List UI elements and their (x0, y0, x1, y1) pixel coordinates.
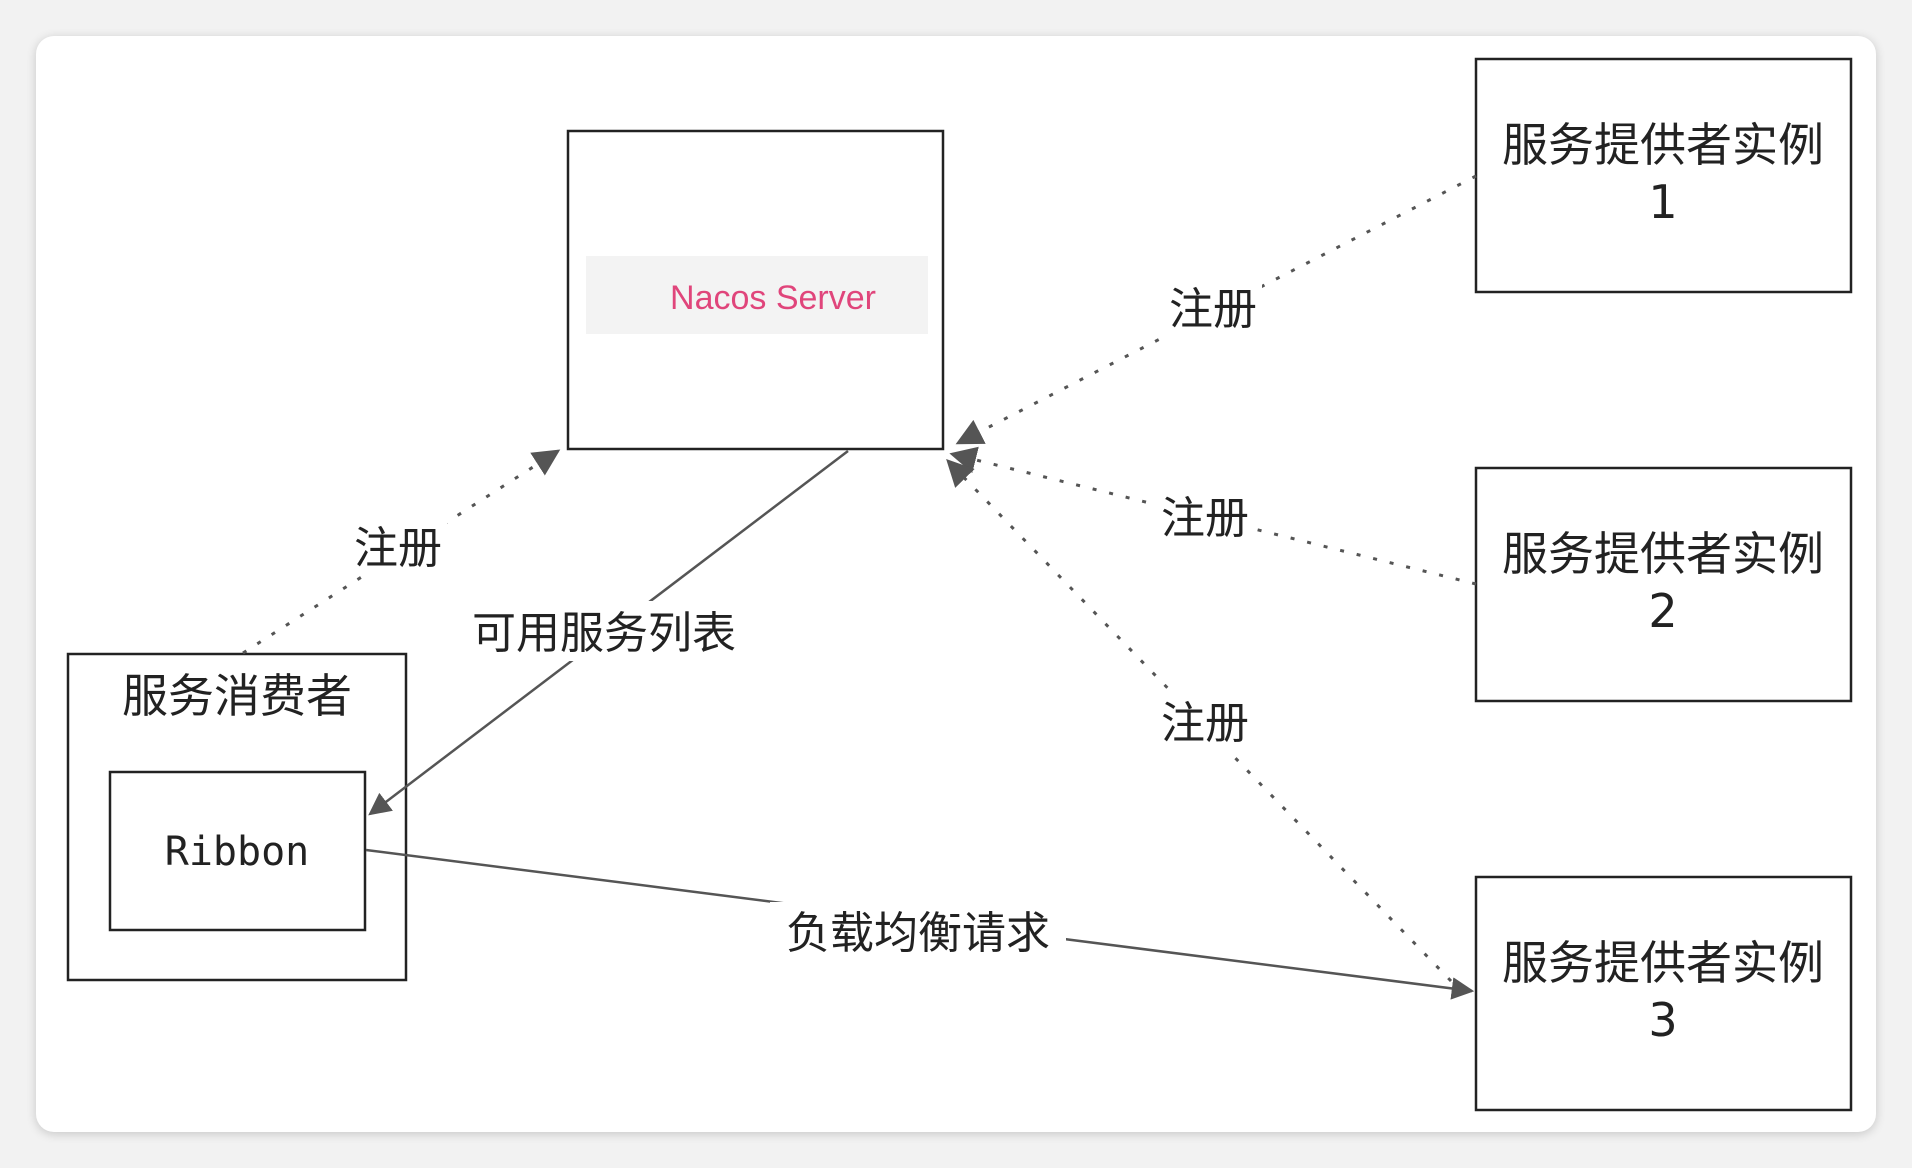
consumer-label: 服务消费者 (122, 669, 352, 723)
edge-provider-3-register (946, 459, 1453, 983)
label-bg-provider-3-register (1156, 691, 1254, 751)
label-consumer-register: 注册 (354, 523, 442, 574)
architecture-diagram: Nacos Server 服务消费者 Ribbon 服务提供者实例 1 服务提供… (66, 57, 1853, 1112)
provider-2-box (1474, 466, 1853, 703)
label-bg-consumer-register (349, 516, 447, 576)
label-service-list: 可用服务列表 (472, 608, 736, 659)
label-bg-provider-1-register (1164, 277, 1262, 337)
ribbon-box (108, 770, 367, 932)
provider-3-box (1474, 875, 1853, 1112)
provider-2-label: 服务提供者实例 (1502, 527, 1824, 581)
nacos-server-box (566, 129, 945, 451)
consumer-box (66, 652, 408, 982)
provider-3-index: 3 (1648, 993, 1677, 1047)
label-provider-3-register: 注册 (1161, 698, 1249, 749)
provider-1-box (1474, 57, 1853, 294)
label-provider-1-register: 注册 (1169, 284, 1257, 335)
diagram-canvas: Nacos Server 服务消费者 Ribbon 服务提供者实例 1 服务提供… (36, 36, 1876, 1132)
provider-1-index: 1 (1648, 175, 1677, 229)
label-bg-provider-2-register (1156, 486, 1254, 546)
label-bg-load-balance (770, 902, 1066, 962)
nacos-server-label: Nacos Server (670, 279, 876, 317)
label-provider-2-register: 注册 (1161, 493, 1249, 544)
provider-2-index: 2 (1648, 584, 1677, 638)
provider-1-label: 服务提供者实例 (1502, 118, 1824, 172)
ribbon-label: Ribbon (165, 829, 310, 875)
label-load-balance: 负载均衡请求 (786, 908, 1050, 959)
label-bg-service-list (454, 601, 754, 661)
nacos-server-highlight (586, 256, 928, 334)
provider-3-label: 服务提供者实例 (1502, 936, 1824, 990)
